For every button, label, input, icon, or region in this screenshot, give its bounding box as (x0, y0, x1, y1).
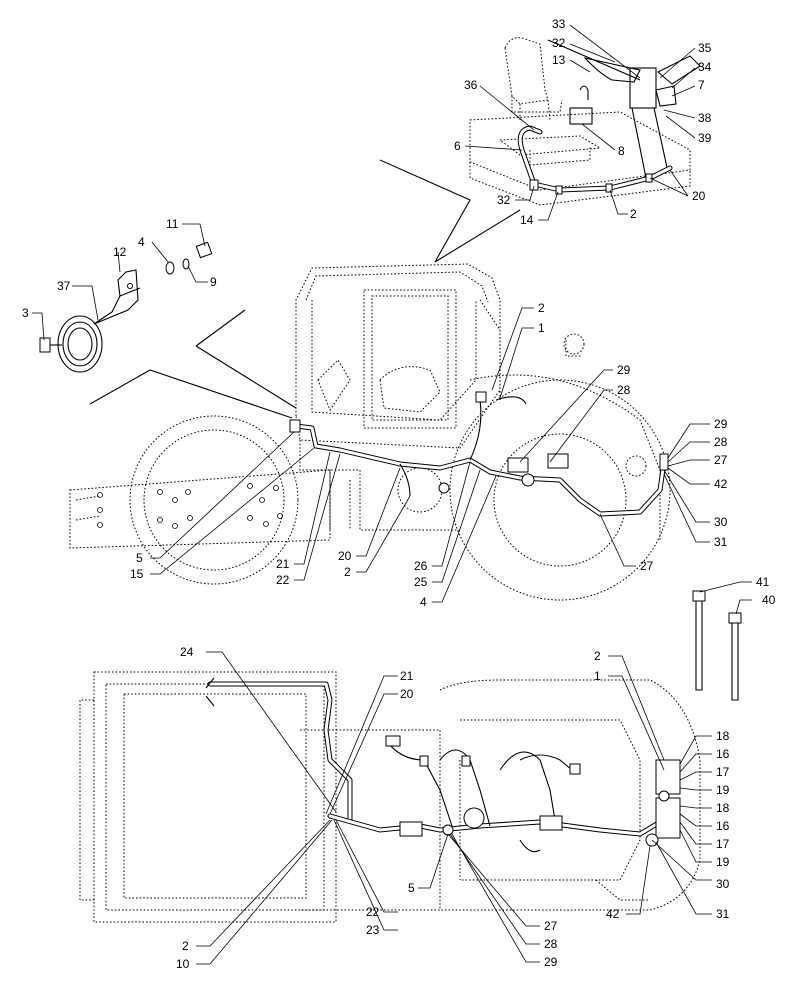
callout-top-19b: 19 (716, 855, 730, 869)
callout-top-5: 5 (408, 881, 415, 895)
callout-side-30: 30 (714, 515, 728, 529)
callout-horn-3: 3 (22, 306, 29, 320)
callout-top-2b: 2 (182, 939, 189, 953)
top-view-leaders (196, 651, 712, 965)
callout-side-15: 15 (130, 567, 144, 581)
callout-tie-40: 40 (762, 593, 776, 607)
callout-horn-4: 4 (138, 235, 145, 249)
callout-inset-35: 35 (698, 41, 712, 55)
callout-top-2: 2 (594, 649, 601, 663)
callout-top-16b: 16 (716, 819, 730, 833)
callout-top-23: 23 (366, 923, 380, 937)
callout-top-17b: 17 (716, 837, 730, 851)
callout-side-21: 21 (276, 557, 290, 571)
callout-inset-20: 20 (692, 189, 706, 203)
callout-inset-13: 13 (552, 53, 566, 67)
callout-side-26: 26 (414, 559, 428, 573)
callout-side-4: 4 (420, 595, 427, 609)
callout-side-2b: 2 (344, 565, 351, 579)
callout-side-22: 22 (276, 573, 290, 587)
callout-side-5: 5 (136, 551, 143, 565)
callout-side-28: 28 (617, 383, 631, 397)
callout-top-18b: 18 (716, 801, 730, 815)
callout-side-29b: 29 (714, 417, 728, 431)
callout-inset-7: 7 (698, 78, 705, 92)
callout-top-18: 18 (716, 729, 730, 743)
callout-horn-11: 11 (166, 217, 179, 231)
callout-top-31: 31 (716, 907, 730, 921)
drum-bolts (97, 483, 283, 529)
callout-top-27: 27 (544, 919, 558, 933)
callout-side-2: 2 (538, 301, 545, 315)
callout-inset-38: 38 (698, 111, 712, 125)
callout-inset-14: 14 (520, 213, 534, 227)
callout-side-31: 31 (714, 535, 728, 549)
callout-inset-8: 8 (618, 144, 625, 158)
callout-inset-39: 39 (698, 131, 712, 145)
callout-inset-33: 33 (552, 17, 566, 31)
callout-top-20: 20 (400, 687, 414, 701)
callout-horn-37: 37 (57, 279, 71, 293)
callout-side-29: 29 (617, 363, 631, 377)
callout-top-22: 22 (366, 905, 380, 919)
callout-side-28b: 28 (714, 435, 728, 449)
callout-top-17: 17 (716, 765, 730, 779)
horn-leaders (32, 223, 208, 341)
inset-leaders (464, 24, 696, 221)
callout-side-27b: 27 (640, 559, 654, 573)
callout-top-30: 30 (716, 877, 730, 891)
callout-top-24: 24 (180, 645, 194, 659)
callout-inset-2: 2 (630, 207, 637, 221)
callout-inset-34: 34 (698, 60, 712, 74)
operator-platform-inset (469, 37, 701, 206)
callout-top-16: 16 (716, 747, 730, 761)
callout-top-19: 19 (716, 783, 730, 797)
callout-top-21: 21 (400, 669, 414, 683)
callout-horn-12: 12 (113, 245, 127, 259)
callout-top-28: 28 (544, 937, 558, 951)
callout-side-1: 1 (538, 321, 545, 335)
callout-inset-32: 32 (552, 36, 566, 50)
top-view (79, 671, 701, 923)
callout-inset-32b: 32 (497, 193, 511, 207)
callout-labels: 33 32 13 35 34 7 36 38 39 6 8 32 20 14 2… (22, 17, 776, 971)
inset-pointer-lines (89, 159, 521, 419)
callout-horn-9: 9 (210, 275, 217, 289)
callout-top-1: 1 (594, 669, 601, 683)
cable-ties (692, 581, 752, 701)
callout-top-10: 10 (176, 957, 190, 971)
callout-side-42: 42 (714, 477, 728, 491)
callout-side-20: 20 (338, 549, 352, 563)
machine-side-view (69, 263, 671, 601)
side-view-leaders (150, 307, 710, 603)
callout-top-42: 42 (606, 907, 620, 921)
horn-assembly (39, 241, 213, 373)
callout-tie-41: 41 (756, 575, 770, 589)
callout-inset-6: 6 (454, 139, 461, 153)
callout-inset-36: 36 (464, 78, 478, 92)
callout-side-27: 27 (714, 453, 728, 467)
callout-side-25: 25 (414, 575, 428, 589)
callout-top-29: 29 (544, 955, 558, 969)
